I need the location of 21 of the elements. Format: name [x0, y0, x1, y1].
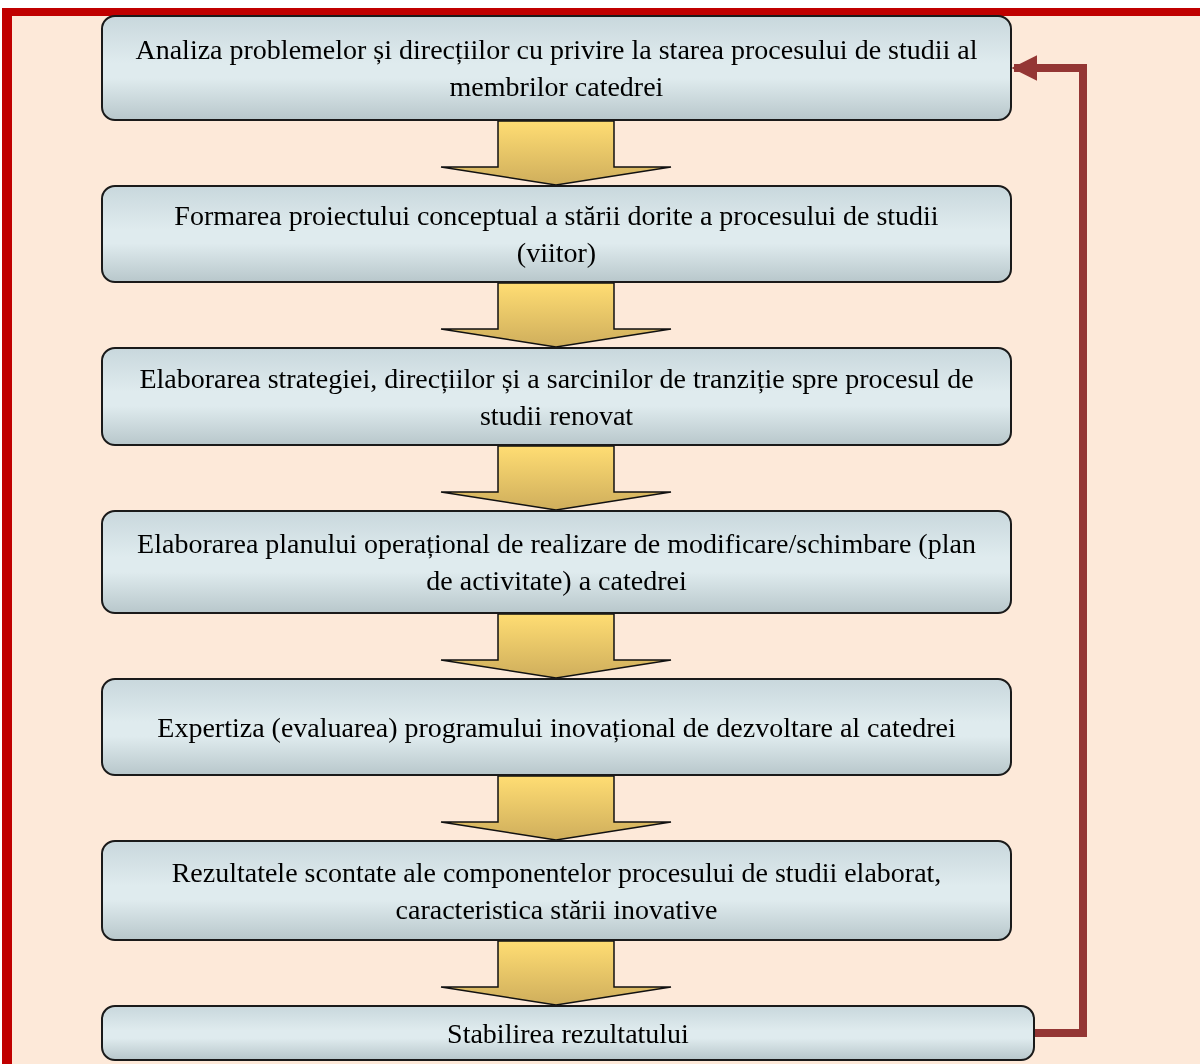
step-text: Elaborarea planului operațional de realizare de modificare/schimbare (plan de activitate) a catedrei: [136, 527, 977, 598]
process-box: [101, 678, 1012, 776]
process-box: [101, 840, 1012, 941]
process-box: [101, 510, 1012, 614]
block-arrow: [440, 120, 672, 186]
block-arrow: [440, 282, 672, 348]
block-arrow: [440, 613, 672, 679]
step-text: Elaborarea strategiei, direcțiilor și a sarcinilor de tranziție spre procesul de studii renovat: [138, 361, 975, 433]
block-arrow: [440, 445, 672, 511]
step-text: Analiza problemelor și direcțiilor cu privire la starea procesului de studii al membrilor catedrei: [134, 33, 979, 104]
process-box: [101, 185, 1012, 283]
block-arrow: [440, 775, 672, 841]
step-text: Rezultatele scontate ale componentelor procesului de studii elaborat, caracteristica stării inovative: [170, 855, 943, 927]
process-box: [101, 1005, 1035, 1061]
process-box: [101, 15, 1012, 121]
block-arrow: [440, 940, 672, 1006]
step-text: Stabilirea rezultatului: [447, 1016, 689, 1051]
feedback-arrow: [1011, 55, 1087, 1037]
process-box: [101, 347, 1012, 446]
step-text: Formarea proiectului conceptual a stării dorite a procesului de studii (viitor): [173, 199, 940, 270]
step-text: Expertiza (evaluarea) programului inovațional de dezvoltare al catedrei: [157, 710, 956, 745]
